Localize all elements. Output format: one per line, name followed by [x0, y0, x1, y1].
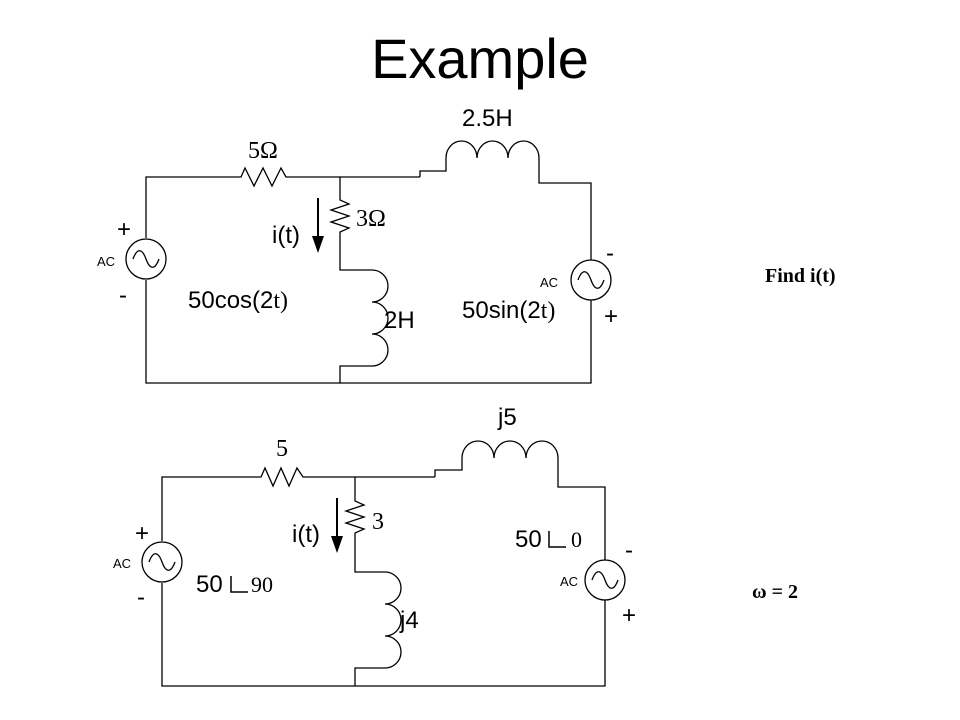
resistor-label: 5Ω — [248, 138, 278, 164]
source-angle: 90 — [251, 572, 273, 597]
source-value: 50cos(2t) — [188, 287, 288, 314]
source-angle: 0 — [571, 527, 582, 552]
polarity-minus: - — [119, 282, 127, 309]
ac-source-icon — [570, 259, 612, 301]
polarity-minus: - — [137, 584, 145, 611]
ac-wave-icon — [148, 553, 176, 571]
polarity-minus: - — [606, 240, 614, 267]
wire — [161, 476, 256, 541]
polarity-plus: + — [135, 520, 149, 547]
ac-source-icon — [584, 559, 626, 601]
source-value: 50sin(2t) — [462, 297, 555, 324]
inductor-icon — [461, 440, 559, 459]
wire — [161, 583, 606, 687]
inductor-icon — [384, 571, 402, 669]
circuit-phasor — [141, 440, 626, 687]
inductor-icon — [371, 269, 389, 367]
wire — [354, 667, 385, 686]
phasor-angle-icon — [548, 531, 566, 548]
resistor-icon — [343, 497, 367, 536]
inductor-label: 2.5H — [462, 105, 513, 132]
find-instruction: Find i(t) — [765, 265, 836, 287]
arrow-down-icon — [312, 198, 324, 253]
phasor-angle-icon — [230, 576, 248, 593]
source-magnitude: 50 — [196, 571, 223, 598]
wire — [145, 280, 592, 384]
source-magnitude: 50 — [515, 526, 542, 553]
source-type-label: AC — [97, 254, 115, 269]
resistor-icon — [328, 196, 352, 235]
ac-wave-icon — [591, 571, 619, 589]
arrow-down-icon — [331, 498, 343, 553]
resistor-label: 3Ω — [356, 206, 386, 232]
ac-source-icon — [141, 541, 183, 583]
wire — [339, 235, 372, 271]
current-label: i(t) — [292, 521, 320, 548]
inductor-label: j4 — [399, 607, 419, 634]
resistor-label: 3 — [372, 509, 384, 535]
inductor-icon — [445, 140, 540, 159]
wire — [145, 176, 236, 238]
source-type-label: AC — [113, 556, 131, 571]
inductor-label: 2H — [384, 307, 415, 334]
omega-value: ω = 2 — [752, 581, 799, 603]
circuit-time — [125, 140, 612, 384]
slide-title: Example — [371, 27, 589, 90]
ac-wave-icon — [132, 250, 160, 268]
resistor-icon — [236, 166, 290, 188]
wire — [557, 458, 606, 560]
wire — [434, 458, 463, 477]
polarity-plus: + — [604, 303, 618, 330]
wire — [538, 158, 592, 260]
polarity-plus: + — [622, 602, 636, 629]
wire — [354, 536, 385, 573]
ac-wave-icon — [577, 271, 605, 289]
wire — [339, 365, 372, 383]
resistor-label: 5 — [276, 436, 288, 462]
resistor-icon — [256, 466, 308, 488]
wire — [419, 158, 447, 177]
ac-source-icon — [125, 238, 167, 280]
polarity-plus: + — [117, 216, 131, 243]
current-label: i(t) — [272, 222, 300, 249]
source-type-label: AC — [560, 574, 578, 589]
inductor-label: j5 — [497, 404, 517, 431]
source-type-label: AC — [540, 275, 558, 290]
polarity-minus: - — [625, 537, 633, 564]
